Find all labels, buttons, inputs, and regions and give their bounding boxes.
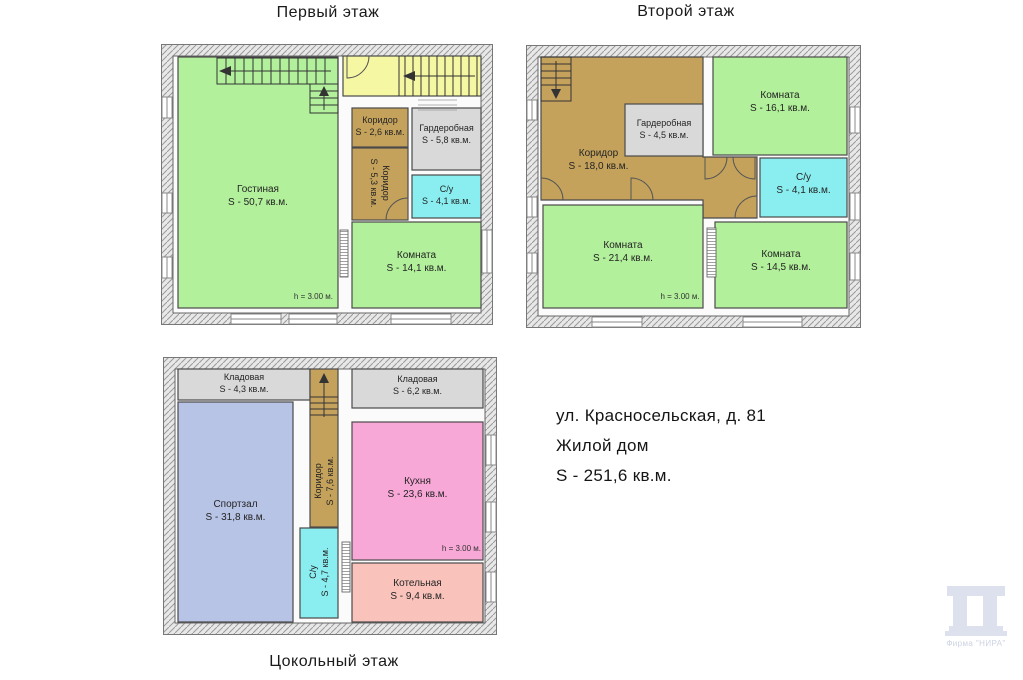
floor2-title: Второй этаж	[637, 3, 735, 20]
watermark-caption: Фирма "НИРА"	[946, 639, 1006, 648]
label-corridor-vert: Коридор S - 5,3 кв.м.	[369, 158, 391, 208]
basement-drawing	[163, 357, 497, 635]
basement-plan: Кладовая S - 4,3 кв.м. Спортзал S - 31,8…	[163, 357, 497, 635]
watermark: Фирма "НИРА"	[930, 580, 1022, 648]
label-boiler: Котельная S - 9,4 кв.м.	[390, 578, 445, 602]
label-wardrobe2: Гардеробная S - 4,5 кв.м.	[636, 118, 692, 140]
info-block: ул. Красносельская, д. 81 Жилой дом S - …	[556, 401, 766, 491]
floor1-height-note: h = 3.00 м.	[293, 292, 333, 301]
info-building-type: Жилой дом	[556, 436, 649, 455]
stairs-living	[216, 57, 339, 114]
room-storage2	[351, 368, 484, 409]
info-total-area: S - 251,6 кв.м.	[556, 466, 672, 485]
room-bedroom-21	[542, 204, 704, 309]
room-bathroom3	[299, 527, 339, 619]
windows	[485, 434, 497, 603]
room-corridor-small	[351, 107, 409, 148]
vent-shaft	[706, 227, 717, 278]
floor2-drawing	[526, 45, 861, 328]
floor2-height-note: h = 3.00 м.	[660, 292, 700, 301]
label-bedroom21: Комната S - 21,4 кв.м.	[593, 240, 653, 264]
label-bedroom1: Комната S - 14,1 кв.м.	[386, 250, 447, 274]
floor1-drawing	[161, 44, 493, 325]
room-bedroom-16	[712, 56, 848, 156]
label-bathroom1: С/у S - 4,1 кв.м.	[422, 184, 471, 206]
room-living	[177, 56, 339, 309]
vent-shaft	[339, 229, 349, 278]
label-storage2: Кладовая S - 6,2 кв.м.	[393, 374, 442, 396]
basement-title: Цокольный этаж	[269, 653, 399, 670]
label-bedroom16: Комната S - 16,1 кв.м.	[750, 90, 810, 114]
room-gym	[177, 401, 294, 623]
stairs-basement	[310, 373, 338, 417]
stairwell	[540, 56, 572, 102]
room-bedroom	[351, 221, 482, 309]
room-boiler	[351, 562, 484, 623]
room-bathroom	[411, 174, 482, 219]
floor1-plan: Гостиная S - 50,7 кв.м. Коридор S - 2,6 …	[161, 44, 493, 325]
label-corridor3: Коридор S - 7,6 кв.м.	[313, 456, 335, 506]
label-kitchen: Кухня S - 23,6 кв.м.	[387, 476, 448, 500]
info-address: ул. Красносельская, д. 81	[556, 406, 767, 425]
label-gym: Спортзал S - 31,8 кв.м.	[205, 499, 266, 523]
windows	[526, 99, 861, 328]
label-living: Гостиная S - 50,7 кв.м.	[228, 184, 288, 208]
doors	[540, 156, 758, 219]
label-corridor-small: Коридор S - 2,6 кв.м.	[355, 115, 405, 137]
floor2-plan: Коридор S - 18,0 кв.м. Гардеробная S - 4…	[526, 45, 861, 328]
stairs-entry	[398, 56, 478, 111]
label-wardrobe: Гардеробная S - 5,8 кв.м.	[419, 123, 474, 145]
label-storage1: Кладовая S - 4,3 кв.м.	[219, 372, 269, 394]
rooms	[177, 368, 484, 623]
rooms	[540, 56, 848, 309]
doors	[346, 55, 409, 221]
room-corridor-vert	[351, 147, 409, 221]
room-bathroom2	[759, 157, 848, 218]
room-bedroom-14	[714, 221, 848, 309]
label-bathroom3: С/у S - 4,7 кв.м.	[308, 547, 330, 597]
label-corridor2: Коридор S - 18,0 кв.м.	[568, 148, 629, 172]
label-bedroom14: Комната S - 14,5 кв.м.	[751, 249, 811, 273]
temple-logo-icon	[945, 586, 1007, 636]
room-wardrobe	[411, 107, 482, 171]
room-kitchen	[351, 421, 484, 561]
vent-shaft	[341, 541, 351, 593]
room-wardrobe2	[624, 103, 704, 157]
windows	[161, 96, 493, 325]
rooms	[177, 55, 482, 309]
floor1-title: Первый этаж	[276, 4, 380, 21]
label-bathroom2: С/у S - 4,1 кв.м.	[776, 172, 831, 196]
basement-height-note: h = 3.00 м.	[441, 544, 481, 553]
